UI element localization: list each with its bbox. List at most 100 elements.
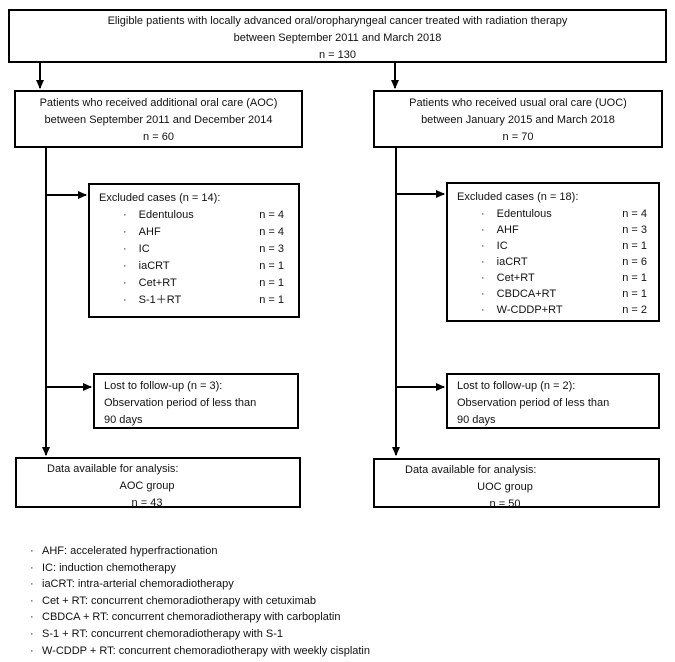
excluded-item: · W-CDDP+RT n = 2 [448, 302, 658, 318]
bullet-icon: · [30, 644, 34, 657]
excluded-item-count: n = 4 [259, 226, 284, 238]
uoc-lost-line-3: 90 days [457, 414, 496, 426]
excluded-item-count: n = 1 [259, 294, 284, 306]
excluded-item-label: iaCRT [496, 256, 528, 268]
excluded-item: · Cet+RT n = 1 [448, 270, 658, 286]
excluded-item-label: Cet+RT [138, 277, 177, 289]
uoc-group-line-2: between January 2015 and March 2018 [421, 114, 615, 126]
uoc-final-count: n = 50 [489, 498, 521, 510]
bullet-icon: · [123, 277, 127, 289]
aoc-group-line-2: between September 2011 and December 2014 [44, 114, 273, 126]
aoc-final-box: Data available for analysis: AOC group n… [15, 457, 301, 509]
excluded-item-label: S-1＋RT [138, 294, 182, 306]
uoc-lost-line-1: Lost to follow-up (n = 2): [457, 380, 576, 392]
uoc-excluded-title: Excluded cases (n = 18): [457, 191, 579, 203]
bullet-icon: · [30, 627, 34, 640]
excluded-item-label: AHF [496, 224, 519, 236]
legend-item-text: IC: induction chemotherapy [42, 561, 176, 574]
aoc-final-text: Data available for analysis: AOC group n… [47, 461, 247, 512]
legend-item-text: Cet + RT: concurrent chemoradiotherapy w… [42, 594, 317, 607]
uoc-lost-line-2: Observation period of less than [457, 397, 610, 409]
eligible-line-1: Eligible patients with locally advanced … [107, 15, 568, 27]
bullet-icon: · [30, 545, 34, 557]
eligible-count: n = 130 [318, 49, 356, 61]
legend-item-text: S-1 + RT: concurrent chemoradiotherapy w… [42, 627, 283, 640]
legend-item-text: CBDCA + RT: concurrent chemoradiotherapy… [42, 611, 341, 624]
excluded-item: · S-1＋RT n = 1 [90, 292, 298, 309]
excluded-item: · iaCRT n = 1 [90, 258, 298, 275]
excluded-item-count: n = 4 [622, 208, 647, 220]
aoc-lost-line-2: Observation period of less than [104, 397, 257, 409]
excluded-item: · Cet+RT n = 1 [90, 275, 298, 292]
bullet-icon: · [481, 272, 485, 284]
excluded-item: · AHF n = 4 [90, 224, 298, 241]
legend-item: · IC: induction chemotherapy [30, 560, 590, 577]
excluded-item-count: n = 1 [622, 288, 647, 300]
excluded-item-count: n = 1 [622, 240, 647, 252]
legend-item: · S-1 + RT: concurrent chemoradiotherapy… [30, 626, 590, 643]
legend-item: · AHF: accelerated hyperfractionation [30, 543, 590, 560]
excluded-item: · Edentulous n = 4 [448, 206, 658, 222]
bullet-icon: · [123, 226, 127, 238]
excluded-item-count: n = 4 [259, 209, 284, 221]
legend-item: · iaCRT: intra-arterial chemoradiotherap… [30, 576, 590, 593]
aoc-lost-line-3: 90 days [104, 414, 143, 426]
excluded-item-count: n = 1 [259, 277, 284, 289]
excluded-item-label: iaCRT [138, 260, 170, 272]
eligible-patients-box: Eligible patients with locally advanced … [8, 9, 667, 63]
excluded-item-count: n = 1 [259, 260, 284, 272]
excluded-item: · IC n = 3 [90, 241, 298, 258]
excluded-item-count: n = 2 [622, 304, 647, 316]
aoc-group-box: Patients who received additional oral ca… [14, 90, 303, 148]
bullet-icon: · [481, 288, 485, 300]
excluded-item-count: n = 3 [622, 224, 647, 236]
bullet-icon: · [481, 240, 485, 252]
aoc-final-line-2: AOC group [119, 480, 175, 492]
uoc-lost-box: Lost to follow-up (n = 2): Observation p… [446, 373, 660, 429]
aoc-final-line-1: Data available for analysis: [47, 463, 179, 475]
excluded-item-count: n = 1 [622, 272, 647, 284]
aoc-lost-box: Lost to follow-up (n = 3): Observation p… [93, 373, 299, 429]
excluded-item-label: CBDCA+RT [496, 288, 557, 300]
excluded-item: · Edentulous n = 4 [90, 207, 298, 224]
bullet-icon: · [30, 594, 34, 607]
aoc-group-count: n = 60 [143, 131, 174, 143]
bullet-icon: · [30, 561, 34, 574]
aoc-final-count: n = 43 [131, 497, 163, 509]
bullet-icon: · [30, 578, 34, 591]
eligible-line-2: between September 2011 and March 2018 [233, 32, 442, 44]
excluded-item: · CBDCA+RT n = 1 [448, 286, 658, 302]
excluded-item-label: IC [138, 243, 150, 255]
legend-item: · CBDCA + RT: concurrent chemoradiothera… [30, 609, 590, 626]
aoc-group-line-1: Patients who received additional oral ca… [39, 97, 278, 109]
bullet-icon: · [123, 294, 127, 306]
uoc-final-text: Data available for analysis: UOC group n… [405, 462, 605, 513]
legend-item: · W-CDDP + RT: concurrent chemoradiother… [30, 643, 590, 660]
uoc-group-count: n = 70 [502, 131, 534, 143]
bullet-icon: · [481, 256, 485, 268]
bullet-icon: · [481, 224, 485, 236]
uoc-group-box: Patients who received usual oral care (U… [373, 90, 663, 148]
excluded-item: · AHF n = 3 [448, 222, 658, 238]
excluded-item-label: AHF [138, 226, 161, 238]
bullet-icon: · [123, 243, 127, 255]
abbreviation-legend: · AHF: accelerated hyperfractionation · … [30, 543, 590, 659]
excluded-item-label: Edentulous [138, 209, 194, 221]
bullet-icon: · [123, 260, 127, 272]
uoc-excluded-box: Excluded cases (n = 18): · Edentulous n … [446, 182, 660, 322]
excluded-item-label: Cet+RT [496, 272, 535, 284]
legend-item-text: AHF: accelerated hyperfractionation [42, 545, 218, 557]
excluded-item-count: n = 6 [622, 256, 647, 268]
aoc-excluded-box: Excluded cases (n = 14): · Edentulous n … [88, 183, 300, 318]
legend-item-text: iaCRT: intra-arterial chemoradiotherapy [42, 578, 234, 591]
legend-item-text: W-CDDP + RT: concurrent chemoradiotherap… [42, 644, 370, 657]
aoc-excluded-title: Excluded cases (n = 14): [99, 192, 221, 204]
bullet-icon: · [123, 209, 127, 221]
excluded-item-count: n = 3 [259, 243, 284, 255]
uoc-group-line-1: Patients who received usual oral care (U… [409, 97, 627, 109]
excluded-item: · IC n = 1 [448, 238, 658, 254]
excluded-item-label: Edentulous [496, 208, 552, 220]
bullet-icon: · [481, 304, 485, 316]
uoc-final-line-2: UOC group [477, 481, 533, 493]
